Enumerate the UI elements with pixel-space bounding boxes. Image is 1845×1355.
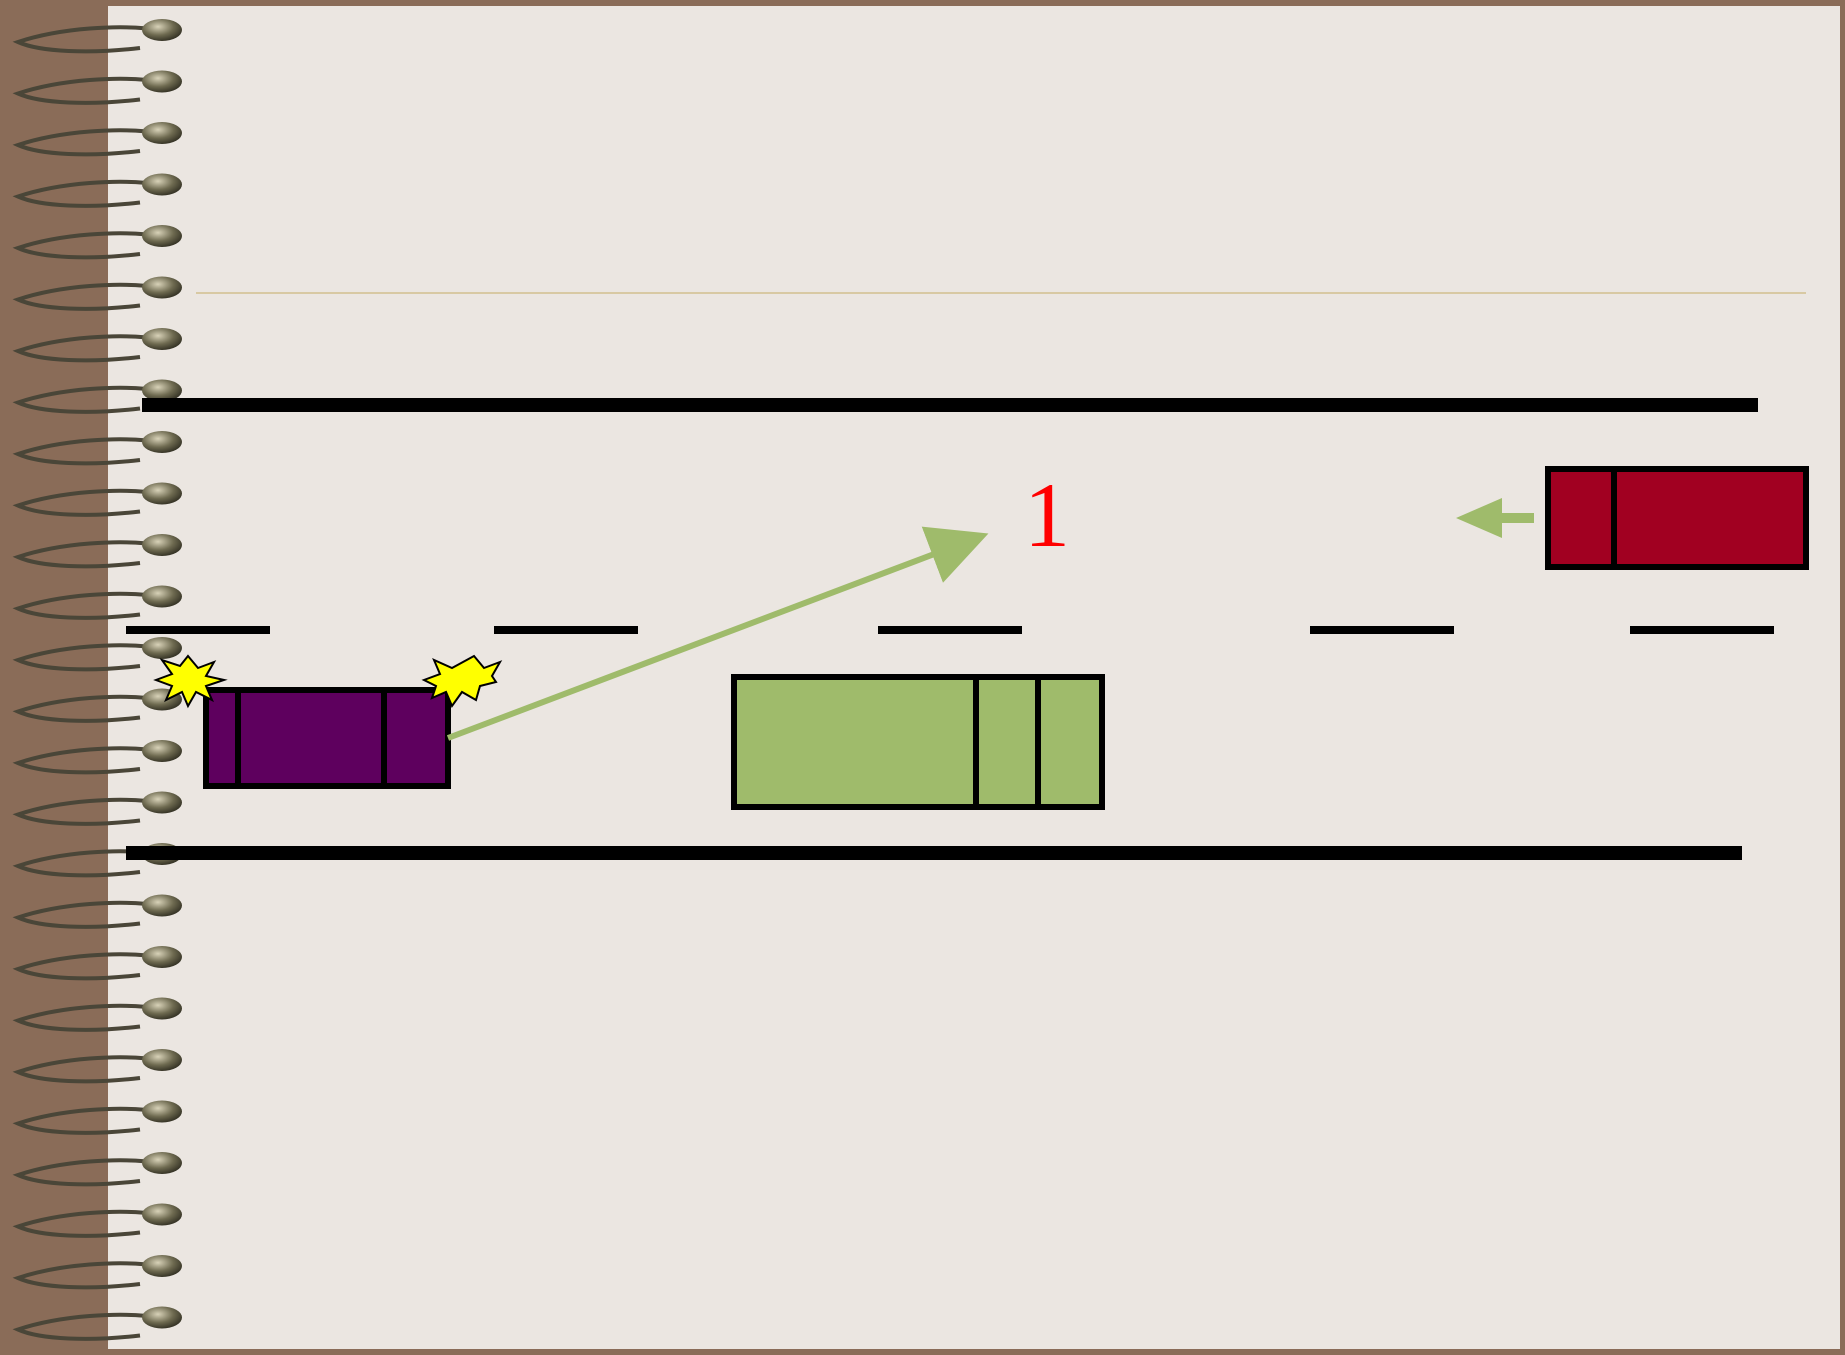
binding-ring — [142, 534, 182, 556]
binding-ring — [142, 1255, 182, 1277]
binding-ring — [142, 637, 182, 659]
binding-ring — [142, 71, 182, 93]
purple-vehicle — [206, 690, 448, 786]
binding-ring — [142, 174, 182, 196]
binding-ring — [142, 792, 182, 814]
binding-ring — [142, 225, 182, 247]
green-vehicle — [734, 677, 1102, 807]
binding-ring — [142, 19, 182, 41]
binding-ring — [142, 740, 182, 762]
binding-ring — [142, 1307, 182, 1329]
binding-ring — [142, 586, 182, 608]
binding-ring — [142, 895, 182, 917]
binding-ring — [142, 277, 182, 299]
binding-ring — [142, 328, 182, 350]
binding-ring — [142, 1049, 182, 1071]
binding-ring — [142, 431, 182, 453]
step-label: 1 — [1024, 464, 1070, 566]
binding-ring — [142, 483, 182, 505]
binding-ring — [142, 946, 182, 968]
binding-ring — [142, 122, 182, 144]
red-vehicle — [1548, 469, 1806, 567]
binding-ring — [142, 998, 182, 1020]
binding-ring — [142, 1152, 182, 1174]
binding-ring — [142, 1204, 182, 1226]
binding-ring — [142, 1101, 182, 1123]
